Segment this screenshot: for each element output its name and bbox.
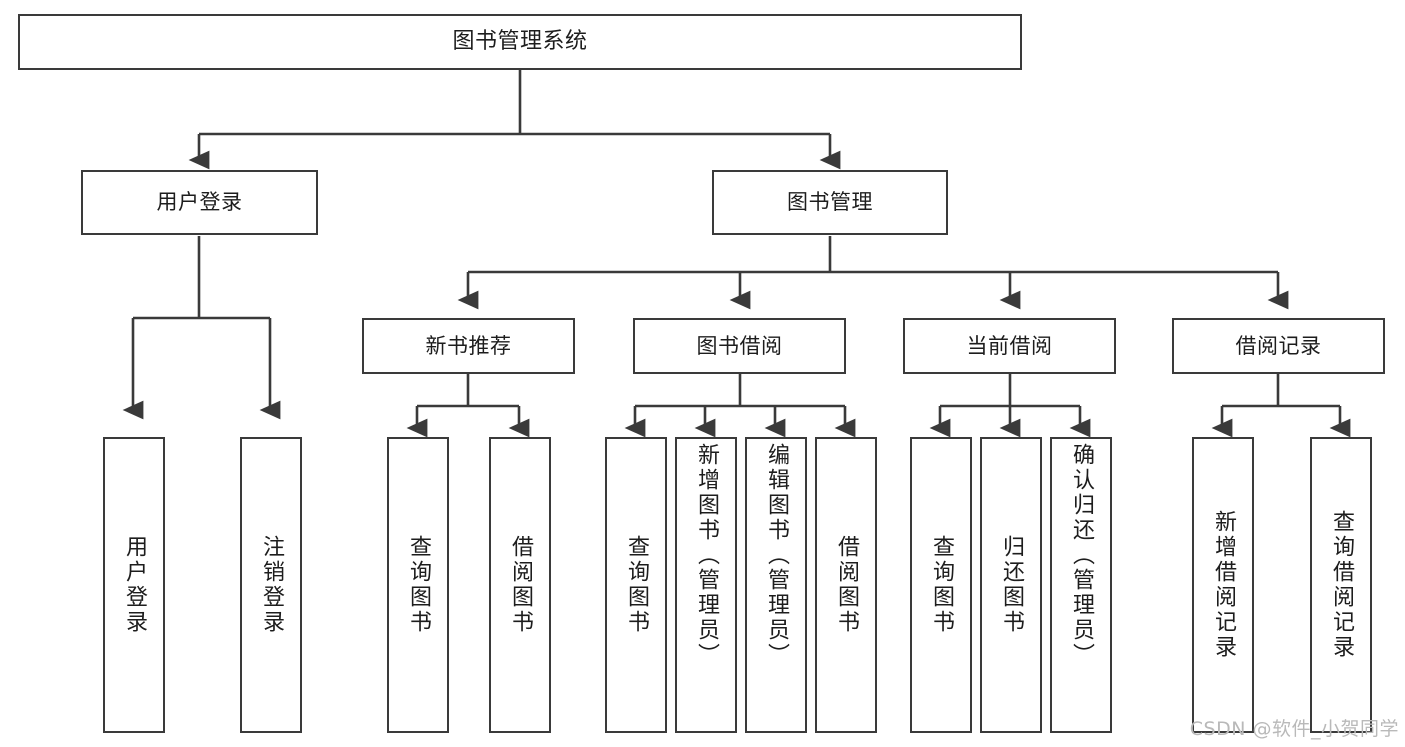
- node-label: 归还图书: [999, 535, 1024, 635]
- node-label: 查询图书: [624, 535, 649, 635]
- node-leaf-borrow-book-recommend[interactable]: 借阅图书: [489, 437, 551, 733]
- node-label: 用户登录: [122, 535, 147, 635]
- node-label: 用户登录: [156, 190, 243, 215]
- node-root-book-management-system[interactable]: 图书管理系统: [18, 14, 1022, 70]
- node-label: 确认归还（管理员）: [1069, 443, 1094, 668]
- node-label: 借阅图书: [508, 535, 533, 635]
- node-label: 查询图书: [406, 535, 431, 635]
- node-leaf-query-borrow-record[interactable]: 查询借阅记录: [1310, 437, 1372, 733]
- node-label: 图书借阅: [696, 333, 783, 358]
- node-current-borrow[interactable]: 当前借阅: [903, 318, 1116, 374]
- node-user-login[interactable]: 用户登录: [81, 170, 318, 235]
- node-leaf-add-borrow-record[interactable]: 新增借阅记录: [1192, 437, 1254, 733]
- node-borrow-record[interactable]: 借阅记录: [1172, 318, 1385, 374]
- node-label: 注销登录: [259, 535, 284, 635]
- node-new-book-recommend[interactable]: 新书推荐: [362, 318, 575, 374]
- node-leaf-borrow-book[interactable]: 借阅图书: [815, 437, 877, 733]
- node-leaf-return-book[interactable]: 归还图书: [980, 437, 1042, 733]
- node-book-management[interactable]: 图书管理: [712, 170, 948, 235]
- node-label: 编辑图书（管理员）: [764, 443, 789, 668]
- node-leaf-query-book-current[interactable]: 查询图书: [910, 437, 972, 733]
- node-label: 新增借阅记录: [1211, 510, 1236, 660]
- node-leaf-add-book-admin[interactable]: 新增图书（管理员）: [675, 437, 737, 733]
- node-label: 新增图书（管理员）: [694, 443, 719, 668]
- node-label: 图书管理: [787, 190, 873, 215]
- csdn-watermark: CSDN @软件_小贺同学: [1189, 718, 1399, 740]
- node-label: 新书推荐: [425, 333, 512, 358]
- node-leaf-query-book-recommend[interactable]: 查询图书: [387, 437, 449, 733]
- node-leaf-logout-login[interactable]: 注销登录: [240, 437, 302, 733]
- node-label: 借阅图书: [834, 535, 859, 635]
- node-book-borrow[interactable]: 图书借阅: [633, 318, 846, 374]
- node-leaf-confirm-return-admin[interactable]: 确认归还（管理员）: [1050, 437, 1112, 733]
- node-label: 查询图书: [929, 535, 954, 635]
- node-label: 图书管理系统: [452, 29, 588, 55]
- node-label: 借阅记录: [1235, 333, 1322, 358]
- node-label: 当前借阅: [966, 333, 1053, 358]
- node-label: 查询借阅记录: [1329, 510, 1354, 660]
- node-leaf-user-login[interactable]: 用户登录: [103, 437, 165, 733]
- node-leaf-query-book-borrow[interactable]: 查询图书: [605, 437, 667, 733]
- node-leaf-edit-book-admin[interactable]: 编辑图书（管理员）: [745, 437, 807, 733]
